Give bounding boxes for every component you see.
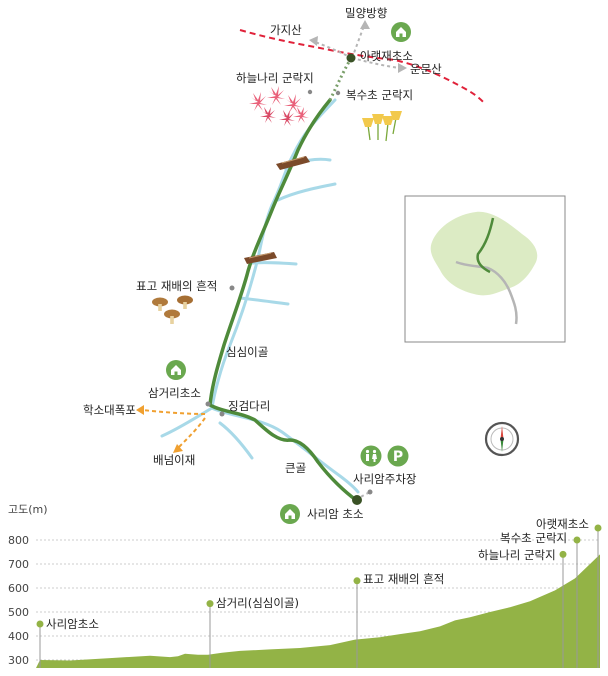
profile-area (36, 554, 600, 668)
akjjae-marker[interactable] (346, 53, 356, 63)
arrow-hakso-icon (136, 405, 144, 415)
stream-branch-4 (238, 296, 290, 306)
profile-label-haneullari: 하늘나리 군락지 (478, 548, 556, 562)
profile-point-marker (573, 536, 581, 544)
profile-label-akjjae: 아랫재초소 (536, 517, 589, 531)
profile-tick-label: 800 (8, 534, 29, 547)
stream-main (210, 98, 360, 494)
label-sariam-shelter[interactable]: 사리암 초소 (307, 507, 364, 521)
parking-icon: P (387, 445, 409, 467)
profile-axis-label: 고도(m) (8, 503, 48, 516)
route-to-gajisan (314, 41, 353, 59)
restroom-icon (360, 445, 382, 467)
haneullari-dot (307, 89, 313, 95)
house-icon (391, 22, 411, 42)
inset-trail (476, 217, 495, 274)
elevation-profile: 고도(m) 300 400 500 600 700 800 사리암초소 삼거리(심심이골)… (8, 503, 602, 668)
route-to-hakso (141, 409, 206, 415)
arrow-unmunsan-icon (398, 63, 407, 73)
arrow-miryang-icon (360, 20, 370, 29)
parking-letter: P (393, 449, 403, 465)
profile-point-marker (36, 620, 44, 628)
profile-tick-label: 300 (8, 654, 29, 667)
mushroom-icon (152, 295, 193, 324)
profile-tick-label: 700 (8, 558, 29, 571)
profile-tick-label: 600 (8, 582, 29, 595)
pyogo-dot (229, 285, 235, 291)
stream-branch-6 (218, 421, 254, 460)
label-unmunsan: 운문산 (410, 62, 442, 76)
stream-branch-2 (276, 182, 337, 202)
samgeori-dot (205, 401, 211, 407)
jinggeom-dot (219, 411, 225, 417)
label-keungol: 큰골 (285, 461, 306, 475)
profile-point-marker (206, 600, 214, 608)
label-samgeori-shelter[interactable]: 삼거리초소 (148, 386, 201, 400)
trail-dotted-top (328, 59, 352, 101)
profile-label-boksucho: 복수초 군락지 (500, 531, 567, 545)
label-akjjae-shelter[interactable]: 아랫재초소 (360, 49, 413, 63)
house-icon (166, 360, 186, 380)
lily-flower-icon (249, 86, 309, 126)
profile-tick-label: 400 (8, 630, 29, 643)
bridge-icon (244, 252, 277, 264)
label-pyogo: 표고 재배의 흔적 (136, 279, 217, 293)
alt-routes (141, 409, 206, 449)
label-haneullari: 하늘나리 군락지 (236, 71, 314, 85)
label-jinggeom-bridge: 징검다리 (228, 399, 270, 413)
arrow-gajisan-icon (309, 36, 318, 46)
inset-park-area (430, 211, 538, 296)
profile-points (36, 524, 602, 668)
stream-branch-3 (250, 261, 298, 266)
profile-label-samgeori: 삼거리(심심이골) (216, 596, 299, 610)
adonis-flower-icon (362, 111, 402, 142)
parking-dot (367, 489, 373, 495)
route-to-baenomijae (177, 417, 206, 449)
profile-tick-label: 500 (8, 606, 29, 619)
profile-point-marker (559, 550, 567, 558)
label-hakso-falls: 학소대폭포 (83, 403, 136, 417)
profile-label-pyogo: 표고 재배의 흔적 (363, 572, 444, 586)
bridge-icon (276, 156, 310, 170)
main-trail (208, 98, 358, 502)
label-gajisan: 가지산 (270, 23, 302, 37)
ridge-boundary (239, 29, 486, 105)
label-baenomijae: 배넘이재 (153, 453, 195, 467)
arrow-baenomijae-icon (173, 444, 183, 453)
profile-label-sariam: 사리암초소 (46, 617, 99, 631)
boksucho-dot (335, 90, 341, 96)
label-miryang: 밀양방향 (345, 6, 388, 20)
label-sariam-parking[interactable]: 사리암주차장 (353, 472, 417, 486)
locator-inset (404, 195, 566, 343)
inset-side-route (455, 260, 518, 325)
house-icon (280, 504, 300, 524)
compass-icon (484, 421, 520, 457)
label-simsimigol: 심심이골 (226, 345, 268, 359)
route-to-unmunsan (351, 57, 401, 69)
sariam-marker[interactable] (352, 495, 362, 505)
profile-point-marker (353, 577, 361, 585)
profile-tick-labels: 300 400 500 600 700 800 (8, 534, 29, 667)
route-arrows (309, 20, 407, 73)
profile-point-marker (594, 524, 602, 532)
streams (160, 98, 360, 494)
label-boksucho: 복수초 군락지 (346, 88, 413, 102)
alt-arrows (136, 405, 183, 453)
stream-branch-5 (160, 406, 214, 438)
